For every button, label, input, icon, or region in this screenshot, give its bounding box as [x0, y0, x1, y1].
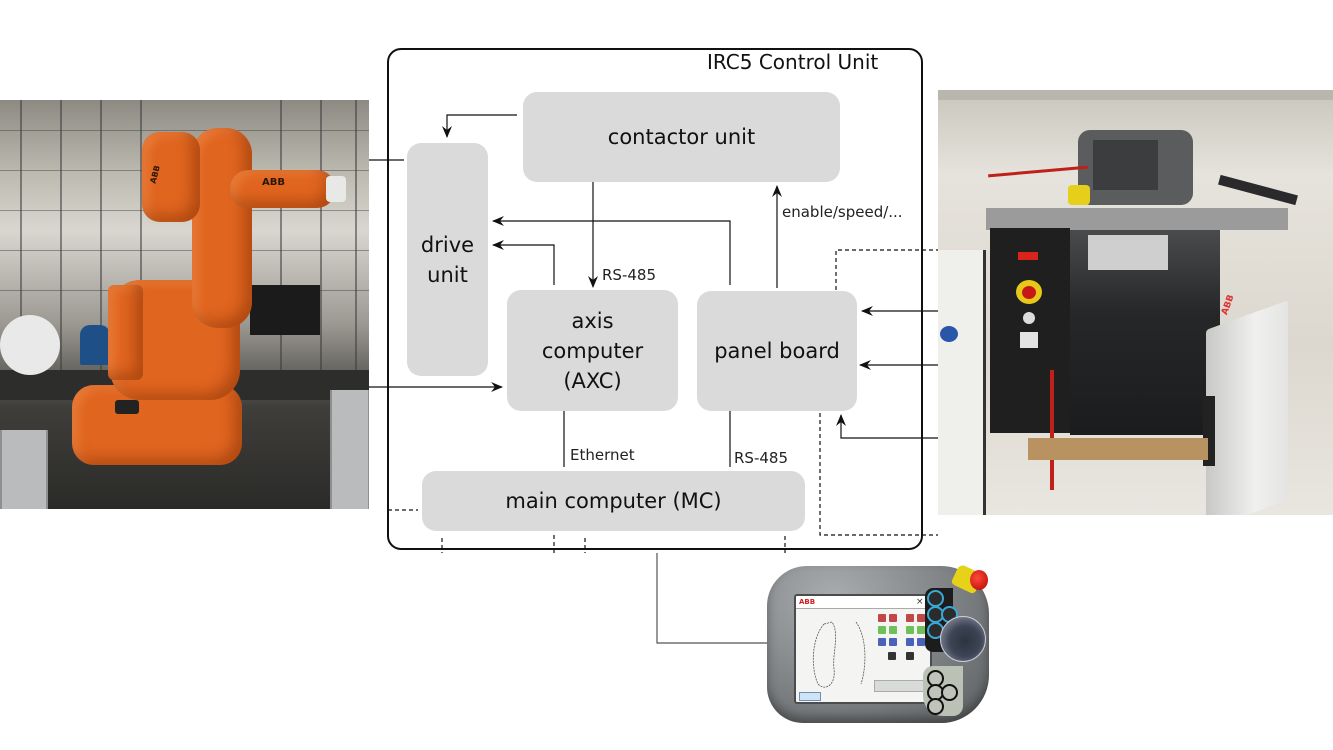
- teach-pendant: ABB ×: [767, 563, 992, 724]
- drive-unit-block: drive unit: [407, 143, 488, 376]
- jog-button: [906, 614, 914, 622]
- pendant-key-icon: [927, 590, 944, 607]
- axc-label-line2: computer: [541, 338, 644, 363]
- robot-motor-4: [142, 132, 200, 222]
- monitor: [250, 285, 320, 335]
- side-table: [938, 250, 986, 515]
- pendant-screen-off: [1093, 140, 1158, 190]
- fence-bar: [280, 100, 282, 389]
- aluminium-rail: [330, 390, 369, 509]
- pendant-emergency-stop-icon: [970, 570, 988, 590]
- red-cable: [1050, 370, 1054, 490]
- bracket: [1218, 174, 1298, 206]
- pendant-abb-logo: ABB: [799, 598, 816, 606]
- controller-cabinet-photo: ABB: [938, 90, 1333, 515]
- robot-forearm: [230, 170, 335, 208]
- robot-motor-housing: [108, 285, 143, 380]
- jog-button: [906, 652, 914, 660]
- jog-button: [888, 652, 896, 660]
- pendant-path-trace: [812, 621, 866, 688]
- robot-upper-arm: [192, 128, 252, 328]
- main-computer-label: main computer (MC): [505, 489, 722, 513]
- ethernet-label: Ethernet: [570, 446, 635, 464]
- computer-module: [1088, 235, 1168, 270]
- blue-chair: [80, 325, 110, 365]
- fence-bar: [140, 100, 142, 389]
- jog-button: [878, 626, 886, 634]
- irc5-control-unit-frame: [387, 48, 923, 550]
- jog-button: [889, 614, 897, 622]
- pendant-joystick-icon: [940, 616, 986, 662]
- axis-computer-block: axis computer (AXC): [507, 290, 678, 411]
- drive-unit-label-line1: drive: [420, 232, 475, 257]
- fence-rail: [0, 250, 369, 251]
- cabinet-top: [986, 208, 1288, 230]
- cabinet-door: [1206, 300, 1288, 515]
- pendant-close-icon: ×: [916, 597, 924, 607]
- rs485-label-panel-mc: RS-485: [734, 449, 788, 467]
- panel-board-label: panel board: [714, 339, 840, 363]
- jog-button: [917, 626, 925, 634]
- jog-button: [906, 626, 914, 634]
- cabinet-front-panel: [990, 228, 1070, 433]
- jog-button: [889, 638, 897, 646]
- pendant-action-bar: [874, 680, 930, 692]
- blue-object: [940, 326, 958, 342]
- fence-bar: [100, 100, 102, 389]
- drive-unit-label-line2: unit: [427, 262, 468, 287]
- axc-label-line1: axis: [571, 308, 614, 333]
- wire-mc-to-pendant: [656, 553, 770, 644]
- contactor-unit-block: contactor unit: [523, 92, 840, 182]
- mode-selector: [1020, 332, 1038, 348]
- fence-rail: [0, 130, 369, 131]
- yellow-holder: [1068, 185, 1090, 205]
- pendant-quickset-button: [799, 692, 821, 701]
- fence-bar: [320, 100, 322, 389]
- pendant-screen-header: [796, 596, 930, 609]
- contactor-unit-label: contactor unit: [607, 125, 756, 149]
- jog-button: [917, 614, 925, 622]
- control-unit-title: IRC5 Control Unit: [707, 50, 879, 74]
- cabinet-brand-text: ABB: [1220, 293, 1237, 317]
- fence-bar: [20, 100, 22, 389]
- rs485-label-contactor-axc: RS-485: [602, 266, 656, 284]
- fence-bar: [355, 100, 357, 389]
- pendant-run-key-icon: [941, 684, 958, 701]
- panel-board-block: panel board: [697, 291, 857, 411]
- pendant-run-key-icon: [927, 698, 944, 715]
- jog-button: [917, 638, 925, 646]
- robot-base-connector: [115, 400, 139, 414]
- robot-flange: [326, 176, 346, 202]
- jog-button: [906, 638, 914, 646]
- fence-bar: [60, 100, 62, 389]
- robot-brand-text: ABB: [262, 177, 285, 188]
- pendant-screen: ABB ×: [794, 594, 932, 704]
- enable-speed-label: enable/speed/...: [782, 203, 903, 221]
- emergency-stop-button: [1022, 286, 1036, 299]
- motors-on-button: [1023, 312, 1035, 324]
- wooden-pallet: [1028, 438, 1208, 460]
- jog-button: [889, 626, 897, 634]
- robot-arm-photo: ABB ABB: [0, 100, 369, 509]
- white-sphere-object: [0, 315, 60, 375]
- power-indicator: [1018, 252, 1038, 260]
- ceiling-edge: [938, 90, 1333, 100]
- axc-label-line3: (AXC): [563, 368, 622, 393]
- red-cable: [988, 165, 1088, 178]
- aluminium-rail: [0, 430, 48, 509]
- main-computer-block: main computer (MC): [422, 471, 805, 531]
- jog-button: [878, 638, 886, 646]
- jog-button: [878, 614, 886, 622]
